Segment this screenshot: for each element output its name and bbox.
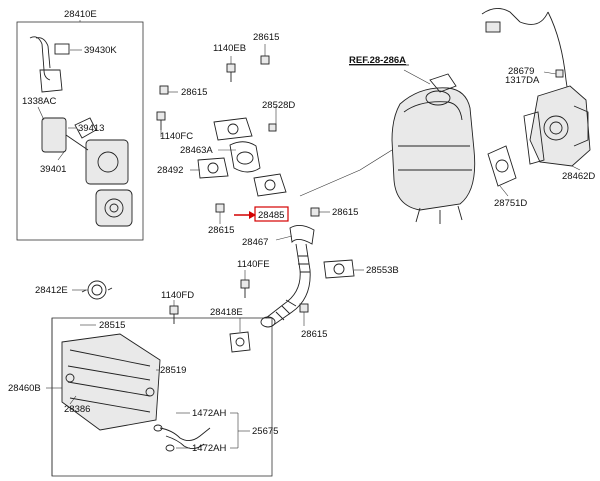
bolt-28615-small [268,123,277,132]
label-39401: 39401 [40,164,66,175]
label-28615: 28615 [332,207,358,218]
gasket-right [523,111,545,165]
gasket-28751D [487,145,517,187]
label-28615: 28615 [253,32,279,43]
reference-label: REF.28-286A [349,55,406,66]
nut-28615-left [159,85,169,95]
label-28410E: 28410E [64,9,97,20]
label-28615: 28615 [208,225,234,236]
gasket-28553B [323,259,355,279]
label-1140FD: 1140FD [161,290,194,301]
label-25675: 25675 [252,426,278,437]
label-39430K: 39430K [84,45,117,56]
label-28528D: 28528D [262,100,295,111]
highlight-arrow [234,211,256,219]
gasket-28528D [213,117,253,141]
label-39413: 39413 [78,123,104,134]
gasket-28492 [197,157,229,179]
label-28386: 28386 [64,404,90,415]
egr-cooler-28460B [61,333,161,431]
egr-valve-28462D [529,85,591,167]
label-1472AH: 1472AH [192,408,226,419]
label-28515: 28515 [99,320,125,331]
label-28519: 28519 [160,365,186,376]
gasket-28418E [229,331,251,353]
label-28467: 28467 [242,237,268,248]
catalytic-converter [391,73,476,224]
gasket-28485 [253,173,287,197]
label-28615: 28615 [301,329,327,340]
label-1317DA: 1317DA [505,75,540,86]
label-1338AC: 1338AC [22,96,56,107]
label-28463A: 28463A [180,145,213,156]
label-1472AH: 1472AH [192,443,226,454]
bolt-28679 [555,69,564,78]
bolt-1140FE [240,279,250,298]
label-1140FC: 1140FC [160,131,193,142]
label-1140FE: 1140FE [237,259,270,270]
highlight-box-28485 [254,206,289,222]
egr-pipe-28467 [260,225,315,328]
label-28679: 28679 [508,66,534,77]
label-28553B: 28553B [366,265,399,276]
label-28485: 28485 [258,210,284,221]
nut-28615-lower [299,303,309,313]
label-1140EB: 1140EB [213,43,246,54]
label-28462D: 28462D [562,171,595,182]
label-28615: 28615 [181,87,207,98]
egr-valve-assembly [29,36,133,227]
nut-28615-top [260,55,270,65]
egr-valve-body [85,139,129,185]
pipe-28463A [229,141,261,173]
bolt-1140FD [169,305,179,324]
nut-28615-right [310,207,320,217]
egr-solenoid [41,117,67,153]
bolt-1140EB [226,63,236,82]
label-28418E: 28418E [210,307,243,318]
coolant-hose-25675 [153,424,211,452]
label-28751D: 28751D [494,198,527,209]
leader-lines [37,20,581,449]
label-28492: 28492 [157,165,183,176]
nut-28615-mid [215,203,225,213]
label-28412E: 28412E [35,285,68,296]
egr-valve-housing [95,189,133,227]
bolt-1140FC [156,111,166,130]
label-28460B: 28460B [8,383,41,394]
